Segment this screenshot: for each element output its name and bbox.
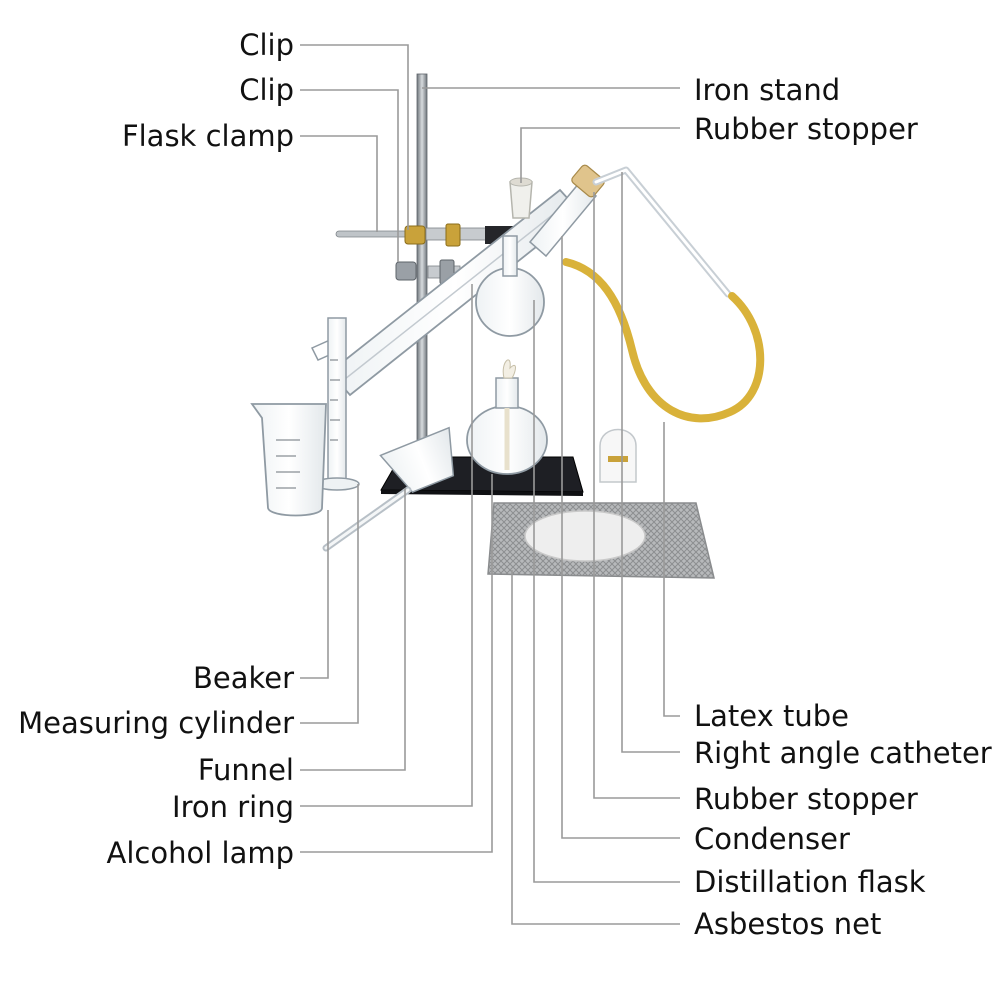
asbestos-net (487, 502, 715, 579)
alcohol-lamp-cap (599, 428, 637, 483)
leader-clip-second (300, 89, 399, 262)
label-rubber-stopper-top: Rubber stopper (694, 112, 918, 146)
right-angle-catheter (592, 166, 732, 298)
leader-measuring-cylinder (300, 484, 359, 724)
label-beaker: Beaker (193, 661, 294, 695)
leader-clip-top (300, 44, 409, 230)
tube-with-cork (528, 164, 605, 258)
leader-iron-ring (300, 284, 473, 807)
leader-beaker (300, 510, 329, 679)
label-iron-ring: Iron ring (172, 790, 294, 824)
leader-rubber-stopper-top (520, 127, 680, 183)
label-clip-top: Clip (239, 28, 294, 62)
beaker (250, 403, 327, 517)
labels: Clip Clip Flask clamp Iron stand Rubber … (18, 28, 992, 941)
leader-right-angle-catheter (621, 172, 680, 753)
label-flask-clamp: Flask clamp (122, 119, 294, 153)
leader-lines (300, 44, 680, 925)
label-right-angle-catheter: Right angle catheter (694, 736, 992, 770)
measuring-cylinder (314, 317, 360, 491)
label-funnel: Funnel (198, 753, 294, 787)
alcohol-lamp (466, 359, 548, 475)
distillation-flask (475, 235, 545, 337)
leader-condenser (561, 236, 680, 839)
iron-stand-rod (416, 73, 428, 475)
label-condenser: Condenser (694, 822, 850, 856)
latex-tube (562, 258, 765, 423)
apparatus-illustration (250, 73, 765, 579)
label-distillation-flask: Distillation flask (694, 865, 926, 899)
leader-rubber-stopper-bottom (593, 192, 680, 799)
label-rubber-stopper-bottom: Rubber stopper (694, 782, 918, 816)
leader-flask-clamp (300, 135, 378, 232)
rubber-stopper-small (509, 177, 533, 219)
leader-funnel (300, 488, 406, 771)
label-asbestos-net: Asbestos net (694, 907, 881, 941)
leader-distillation-flask (533, 300, 680, 883)
label-iron-stand: Iron stand (694, 73, 840, 107)
leader-latex-tube (663, 422, 680, 717)
label-clip-second: Clip (239, 73, 294, 107)
leader-asbestos-net (511, 570, 680, 925)
clamp-arm-upper (335, 223, 519, 247)
funnel (322, 426, 455, 552)
label-latex-tube: Latex tube (694, 699, 849, 733)
label-alcohol-lamp: Alcohol lamp (107, 836, 294, 870)
label-measuring-cylinder: Measuring cylinder (18, 706, 294, 740)
leader-alcohol-lamp (300, 474, 493, 853)
